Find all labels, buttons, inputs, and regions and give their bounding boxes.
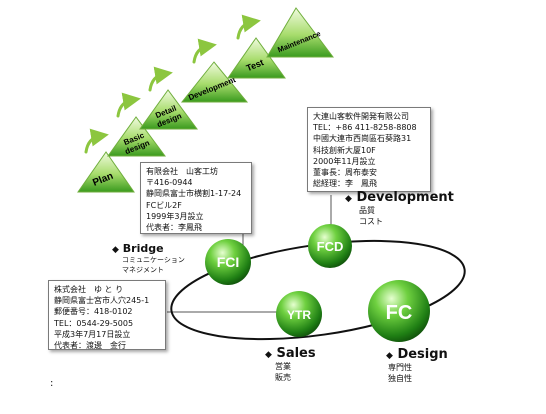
- node-ytr: YTR: [276, 291, 322, 337]
- section-bridge-title-text: Bridge: [122, 242, 164, 255]
- node-ytr-label: YTR: [287, 308, 311, 322]
- box-line: TEL：+86 411-8258-8808: [313, 123, 417, 133]
- section-development-item: コスト: [359, 217, 383, 226]
- step-plan-shape: [77, 151, 135, 193]
- box-line: 有限会社 山客工坊: [146, 167, 218, 176]
- node-fc: FC: [368, 280, 430, 342]
- node-fc-label: FC: [386, 302, 413, 324]
- node-fci: FCI: [205, 239, 251, 285]
- box-line: 総経理：李 鳳飛: [313, 179, 377, 189]
- section-sales: ◆ Sales 営業 販売: [265, 346, 316, 383]
- arrow-icon: [236, 14, 261, 40]
- box-line: 1999年3月設立: [146, 211, 204, 221]
- diamond-icon: ◆: [112, 245, 119, 255]
- section-development-title: ◆ Development: [345, 190, 454, 205]
- section-design: ◆ Design 専門性 独自性: [386, 347, 448, 384]
- box-line: 代表者：渡邊 金行: [54, 341, 126, 351]
- node-fci-label: FCI: [217, 254, 240, 270]
- step-test-shape: [227, 37, 286, 79]
- arrow-icon: [148, 66, 173, 92]
- company-box-yamakyaku: 有限会社 山客工坊 〒416-0944 静岡県富士市横割1-17-24 FCビル…: [140, 162, 252, 234]
- step-maintenance: Maintenance: [266, 7, 335, 58]
- section-development: ◆ Development 品質 コスト: [345, 190, 454, 227]
- node-fcd: FCD: [308, 224, 352, 268]
- box-line: 代表者：李鳳飛: [146, 223, 202, 233]
- box-line: 静岡県富士市横割1-17-24: [146, 189, 242, 199]
- section-development-item: 品質: [359, 206, 375, 215]
- box-line: TEL：0544-29-5005: [54, 318, 134, 328]
- section-sales-title: ◆ Sales: [265, 346, 316, 361]
- diamond-icon: ◆: [386, 351, 393, 361]
- diamond-icon: ◆: [345, 194, 352, 204]
- section-sales-title-text: Sales: [276, 346, 316, 361]
- section-design-title-text: Design: [397, 347, 448, 362]
- box-line: 2000年11月設立: [313, 156, 376, 166]
- arrow-icon: [84, 128, 109, 154]
- box-line: 株式会社 ゆ と り: [54, 285, 124, 294]
- step-basic-design: Basicdesign: [107, 116, 166, 157]
- step-development-shape: [180, 61, 249, 103]
- section-sales-item: 営業: [275, 362, 291, 371]
- section-bridge-title: ◆ Bridge: [112, 242, 185, 255]
- section-bridge: ◆ Bridge コミュニケーション マネジメント: [112, 242, 185, 275]
- box-line: 静岡県富士宮市人穴245-1: [54, 296, 150, 306]
- company-box-yutori: 株式会社 ゆ と り 静岡県富士宮市人穴245-1 郵便番号：418-0102 …: [48, 280, 166, 350]
- box-line: 大連山客軟件開発有限公司: [313, 112, 409, 121]
- section-design-item: 専門性: [388, 363, 412, 372]
- step-test: Test: [227, 37, 286, 79]
- section-design-title: ◆ Design: [386, 347, 448, 362]
- node-fcd-label: FCD: [317, 239, 344, 254]
- arrow-icon: [116, 92, 141, 118]
- section-sales-item: 販売: [275, 373, 291, 382]
- box-line: 郵便番号：418-0102: [54, 307, 133, 317]
- step-plan: Plan: [77, 151, 135, 193]
- company-box-dalian: 大連山客軟件開発有限公司 TEL：+86 411-8258-8808 中國大連市…: [307, 107, 431, 192]
- step-maintenance-shape: [266, 7, 335, 58]
- section-design-item: 独自性: [388, 374, 412, 383]
- box-line: 科技創新大厦10F: [313, 145, 376, 155]
- step-basic-design-shape: [107, 116, 166, 157]
- step-detail-design: Detaildesign: [139, 89, 198, 130]
- step-arrows: [84, 14, 261, 154]
- box-line: FCビル2F: [146, 200, 182, 210]
- section-bridge-item: コミュニケーション: [122, 256, 185, 264]
- section-development-title-text: Development: [356, 190, 454, 205]
- box-line: 中國大連市西崗區石葵路31: [313, 134, 412, 144]
- footnote-mark: :: [50, 378, 54, 389]
- step-detail-design-shape: [139, 89, 198, 130]
- box-line: 董事長：周布泰安: [313, 168, 377, 178]
- arrow-icon: [192, 38, 217, 64]
- box-line: 〒416-0944: [146, 178, 193, 188]
- box-line: 平成3年7月17日設立: [54, 329, 131, 339]
- section-bridge-item: マネジメント: [122, 266, 164, 274]
- diamond-icon: ◆: [265, 350, 272, 360]
